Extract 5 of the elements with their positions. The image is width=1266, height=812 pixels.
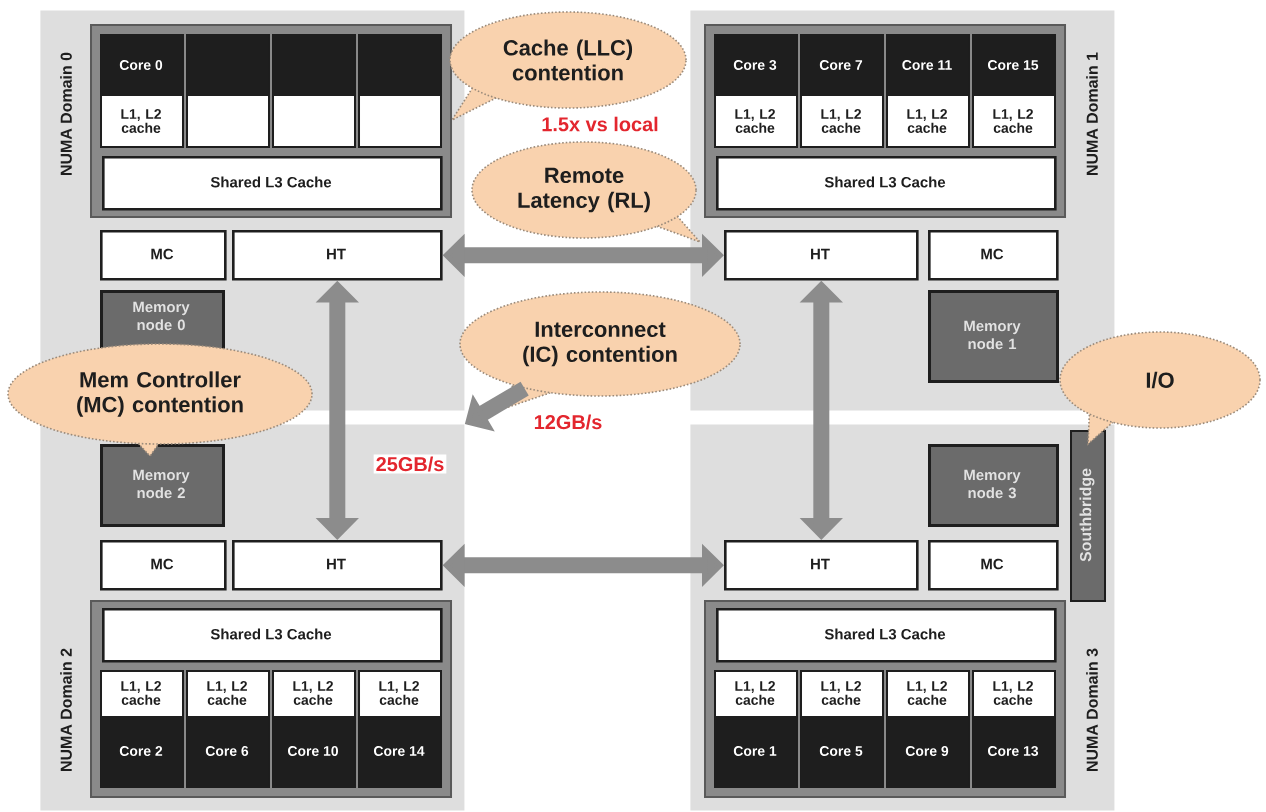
edge-label: 12GB/s	[531, 412, 605, 432]
core-box	[186, 34, 270, 148]
core-box	[358, 34, 442, 148]
note-label: 1.5x vs local	[542, 116, 658, 132]
core-box	[272, 34, 356, 148]
